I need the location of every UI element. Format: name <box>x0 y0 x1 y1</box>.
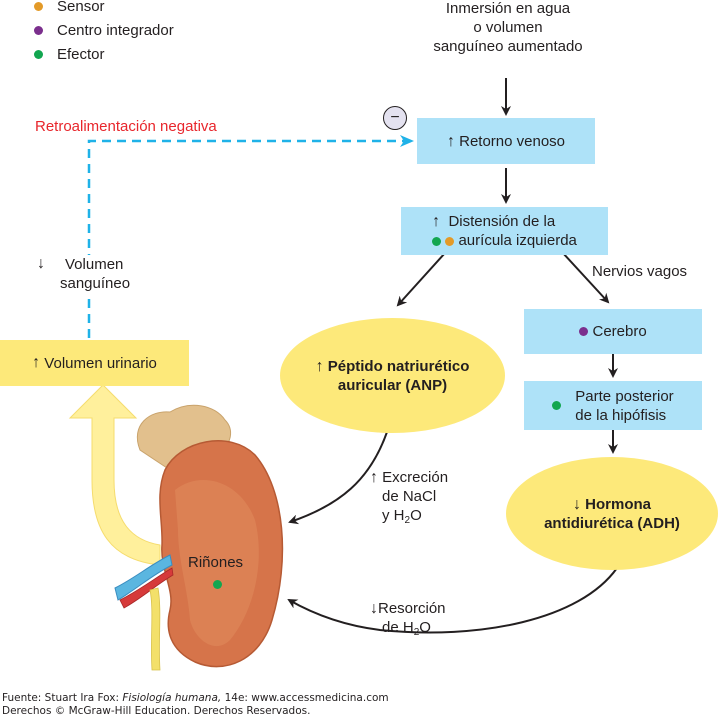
stimulus-line-2: o volumen <box>473 19 543 36</box>
nervios-vagos-label: Nervios vagos <box>592 263 688 280</box>
down-arrow-icon: ↓ <box>37 255 45 272</box>
distension-line-1: Distensión de la <box>448 213 556 230</box>
volumen-sanguineo-line-1: Volumen <box>65 256 124 273</box>
anp-line-2: auricular (ANP) <box>337 376 448 394</box>
resorcion-subscript: 2 <box>413 627 420 638</box>
sensor-dot-icon <box>445 236 455 246</box>
adh-line-2: antidiurética (ADH) <box>544 514 680 532</box>
kidney-illustration <box>114 404 284 671</box>
up-arrow-icon: ↑ <box>446 132 455 150</box>
volumen-sanguineo-line-2: sanguíneo <box>60 275 131 292</box>
sensor-dot-icon <box>34 2 43 11</box>
volumen-urinario-label: Volumen urinario <box>44 354 157 372</box>
integrator-dot-icon <box>579 327 589 336</box>
hipofisis-line-2: de la hipófisis <box>575 406 667 424</box>
feedback-label: Retroalimentación negativa <box>35 118 217 135</box>
up-arrow-icon: ↑ <box>370 469 378 486</box>
up-arrow-icon: ↑ <box>432 213 441 230</box>
legend-centro-integrador: Centro integrador <box>34 22 174 39</box>
node-adh: ↓ Hormona antidiurética (ADH) <box>506 457 718 570</box>
resorcion-line-2-post: O <box>419 619 431 636</box>
excrecion-line-3-post: O <box>410 507 422 524</box>
excrecion-line-3-pre: y H <box>382 507 405 524</box>
node-volumen-urinario: ↑ Volumen urinario <box>0 340 189 386</box>
arrow-distension-anp <box>396 252 446 307</box>
node-distension-auricula: ↑ Distensión de la aurícula izquierda <box>401 207 608 255</box>
stimulus-text: Inmersión en agua o volumen sanguíneo au… <box>420 0 596 56</box>
excrecion-label: ↑ Excreción de NaCl y H2O <box>370 468 449 526</box>
node-anp: ↑ Péptido natriurético auricular (ANP) <box>280 318 505 433</box>
excrecion-line-3: y H2O <box>370 506 448 526</box>
effector-dot-icon <box>432 236 442 246</box>
legend-efector: Efector <box>34 46 105 63</box>
urine-flow-arrow <box>68 384 161 566</box>
stimulus-line-1: Inmersión en agua <box>445 0 571 17</box>
footer-source-suffix: 14e: www.accessmedicina.com <box>221 692 389 704</box>
footer-copyright: Derechos © McGraw-Hill Education. Derech… <box>2 705 311 717</box>
footer-source: Fuente: Stuart Ira Fox: Fisiología human… <box>2 692 389 718</box>
node-hipofisis: Parte posterior de la hipófisis <box>524 381 702 430</box>
excrecion-line-1: Excreción <box>382 469 449 486</box>
effector-dot-icon <box>34 50 43 59</box>
node-cerebro: Cerebro <box>524 309 702 354</box>
resorcion-line-2: de H2O <box>370 618 446 638</box>
footer-book-title: Fisiología humana, <box>122 692 222 704</box>
feedback-line <box>87 135 414 338</box>
up-arrow-icon: ↑ <box>32 354 41 371</box>
effector-dot-icon <box>552 401 562 410</box>
resorcion-line-2-pre: de H <box>382 619 414 636</box>
legend-sensor: Sensor <box>34 0 105 15</box>
footer-source-prefix: Fuente: Stuart Ira Fox: <box>2 692 123 704</box>
cerebro-label: Cerebro <box>592 323 647 340</box>
adh-line-1: Hormona <box>585 495 651 513</box>
excrecion-line-2: de NaCl <box>382 488 437 505</box>
legend-centro-label: Centro integrador <box>57 22 174 39</box>
arrow-adh-kidney <box>287 567 618 634</box>
volumen-sanguineo-label: Volumen sanguíneo <box>58 255 133 293</box>
arrow-distension-cerebro <box>561 251 610 304</box>
stimulus-line-3: sanguíneo aumentado <box>433 38 583 55</box>
resorcion-label: ↓Resorción de H2O <box>370 599 446 638</box>
up-arrow-icon: ↑ <box>315 357 324 375</box>
retorno-label: Retorno venoso <box>459 132 566 150</box>
distension-line-2: aurícula izquierda <box>458 232 577 249</box>
down-arrow-icon: ↓ <box>370 600 378 617</box>
resorcion-line-1: Resorción <box>378 600 446 617</box>
legend-efector-label: Efector <box>57 46 105 63</box>
effector-dot-icon <box>213 580 222 589</box>
anp-line-1: Péptido natriurético <box>327 357 470 375</box>
negative-sign-icon: − <box>383 106 407 130</box>
excrecion-subscript: 2 <box>404 515 411 526</box>
integrator-dot-icon <box>34 26 43 35</box>
legend-sensor-label: Sensor <box>57 0 105 15</box>
hipofisis-line-1: Parte posterior <box>575 387 674 405</box>
rinones-label: Riñones <box>188 554 244 571</box>
node-retorno-venoso: ↑ Retorno venoso <box>417 118 595 164</box>
arrow-anp-kidney <box>288 431 388 525</box>
down-arrow-icon: ↓ <box>572 495 581 513</box>
